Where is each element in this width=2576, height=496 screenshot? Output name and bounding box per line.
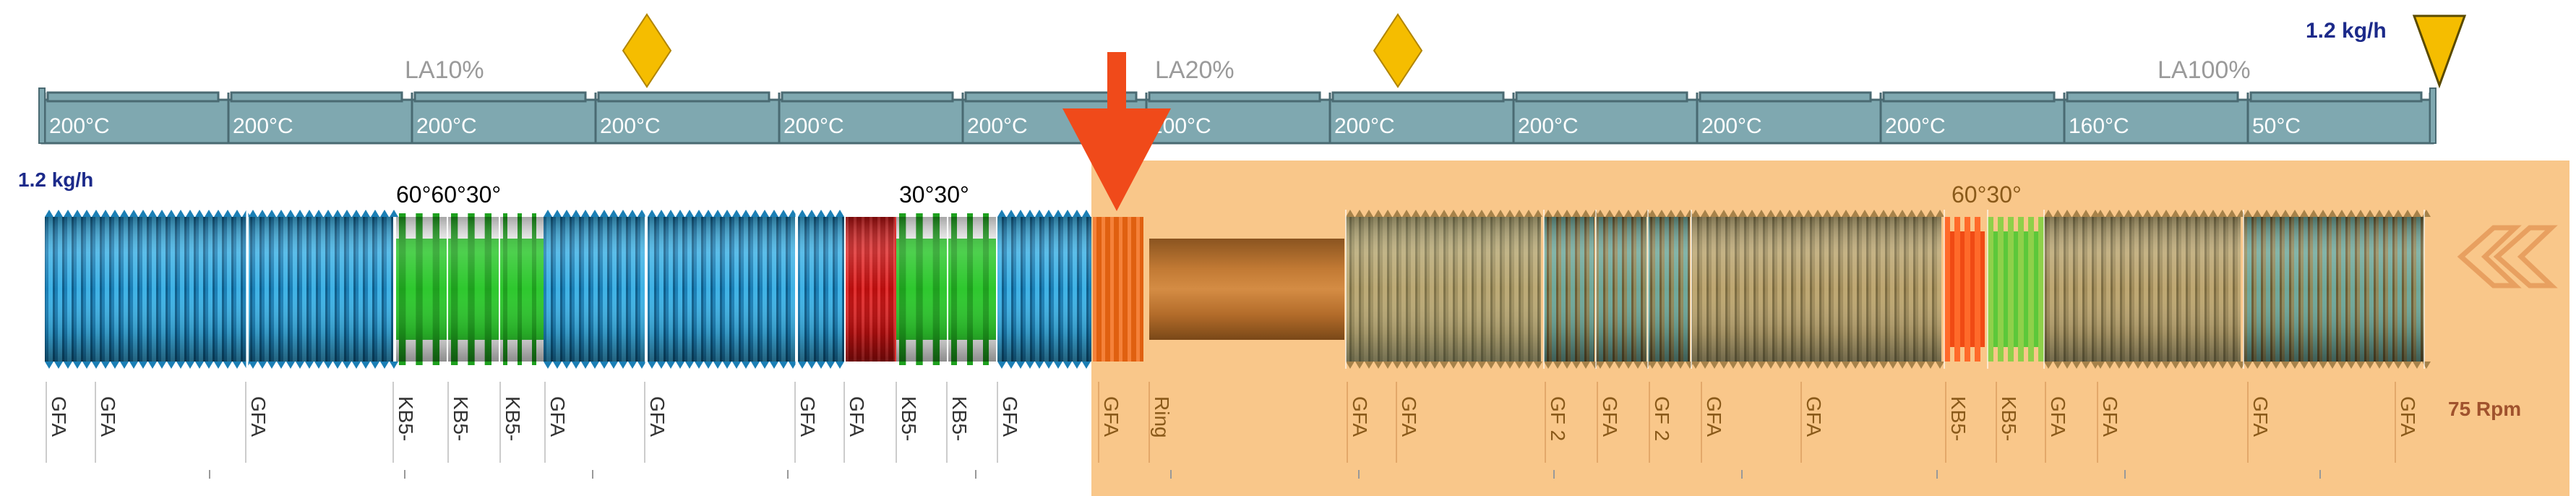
speed-label: 75 Rpm <box>2448 398 2521 420</box>
element-label: GFA <box>999 396 1021 437</box>
element-labels: GFA GFA GFA KB5- KB5- KB5- GFA GFA GFA GFA KB5- KB5… <box>46 382 2419 463</box>
barrel-temp: 200°C <box>1518 114 1579 138</box>
feed-diamond-icon[interactable] <box>622 13 672 88</box>
element-label: GFA <box>797 396 819 437</box>
screw-shaft <box>45 210 2431 369</box>
zone-label-la10: LA10% <box>405 56 484 84</box>
kneading-angles-2: 30°30° <box>899 181 969 208</box>
bottom-ticks <box>209 470 2321 479</box>
element-label: KB5- <box>450 396 472 441</box>
feed-rate-left: 1.2 kg/h <box>18 168 93 191</box>
element-label: GFA <box>2099 396 2121 437</box>
barrel-temp: 200°C <box>1701 114 1762 138</box>
element-label: KB5- <box>1947 396 1970 441</box>
injection-arrow-icon[interactable] <box>1062 52 1171 211</box>
element-label: KB5- <box>948 396 971 441</box>
feed-diamond-icon[interactable] <box>1373 13 1423 88</box>
element-label: GFA <box>1349 396 1371 437</box>
kneading-angles-1: 60°60°30° <box>396 181 501 208</box>
kneading-angles-3: 60°30° <box>1952 181 2022 208</box>
feed-rate-top: 1.2 kg/h <box>2306 19 2387 43</box>
zone-label-la20: LA20% <box>1155 56 1235 84</box>
ring-element[interactable] <box>1149 239 1344 340</box>
barrel-temp: 200°C <box>1885 114 1946 138</box>
rotation-chevron-icon[interactable] <box>2457 225 2558 288</box>
element-label: GFA <box>2047 396 2069 437</box>
barrel-temp: 200°C <box>416 114 477 138</box>
barrel-temp: 200°C <box>967 114 1028 138</box>
feed-triangle-icon[interactable] <box>2412 14 2467 89</box>
element-label: GFA <box>546 396 569 437</box>
element-label: KB5- <box>395 396 417 441</box>
element-label: GFA <box>1398 396 1420 437</box>
element-label: GFA <box>247 396 270 437</box>
barrel-temp: 200°C <box>1334 114 1395 138</box>
element-label: GFA <box>1100 396 1122 437</box>
element-label: GFA <box>1703 396 1725 437</box>
element-label: GFA <box>2397 396 2419 437</box>
element-label: GFA <box>1803 396 1825 437</box>
element-label: Ring <box>1151 396 1173 438</box>
barrel-temp: 200°C <box>783 114 844 138</box>
barrel-temp: 200°C <box>49 114 110 138</box>
element-label: GF 2 <box>1651 396 1673 441</box>
element-label: GFA <box>1599 396 1621 437</box>
zone-label-la100: LA100% <box>2158 56 2251 84</box>
barrel-temp: 50°C <box>2252 114 2301 138</box>
barrel-temp: 200°C <box>600 114 661 138</box>
barrel: 200°C 200°C 200°C 200°C 200°C 200°C 200°C 200°C… <box>38 87 2437 145</box>
element-label: GFA <box>646 396 669 437</box>
element-label: GF 2 <box>1547 396 1569 441</box>
element-label: KB5- <box>898 396 920 441</box>
element-label: GFA <box>846 396 868 437</box>
element-label: KB5- <box>502 396 524 441</box>
element-label: GFA <box>97 396 119 437</box>
barrel-temp: 200°C <box>233 114 293 138</box>
element-label: GFA <box>2249 396 2272 437</box>
element-label: KB5- <box>1998 396 2020 441</box>
element-label: GFA <box>48 396 70 437</box>
screw-element[interactable] <box>1093 217 1143 362</box>
barrel-temp: 160°C <box>2069 114 2129 138</box>
